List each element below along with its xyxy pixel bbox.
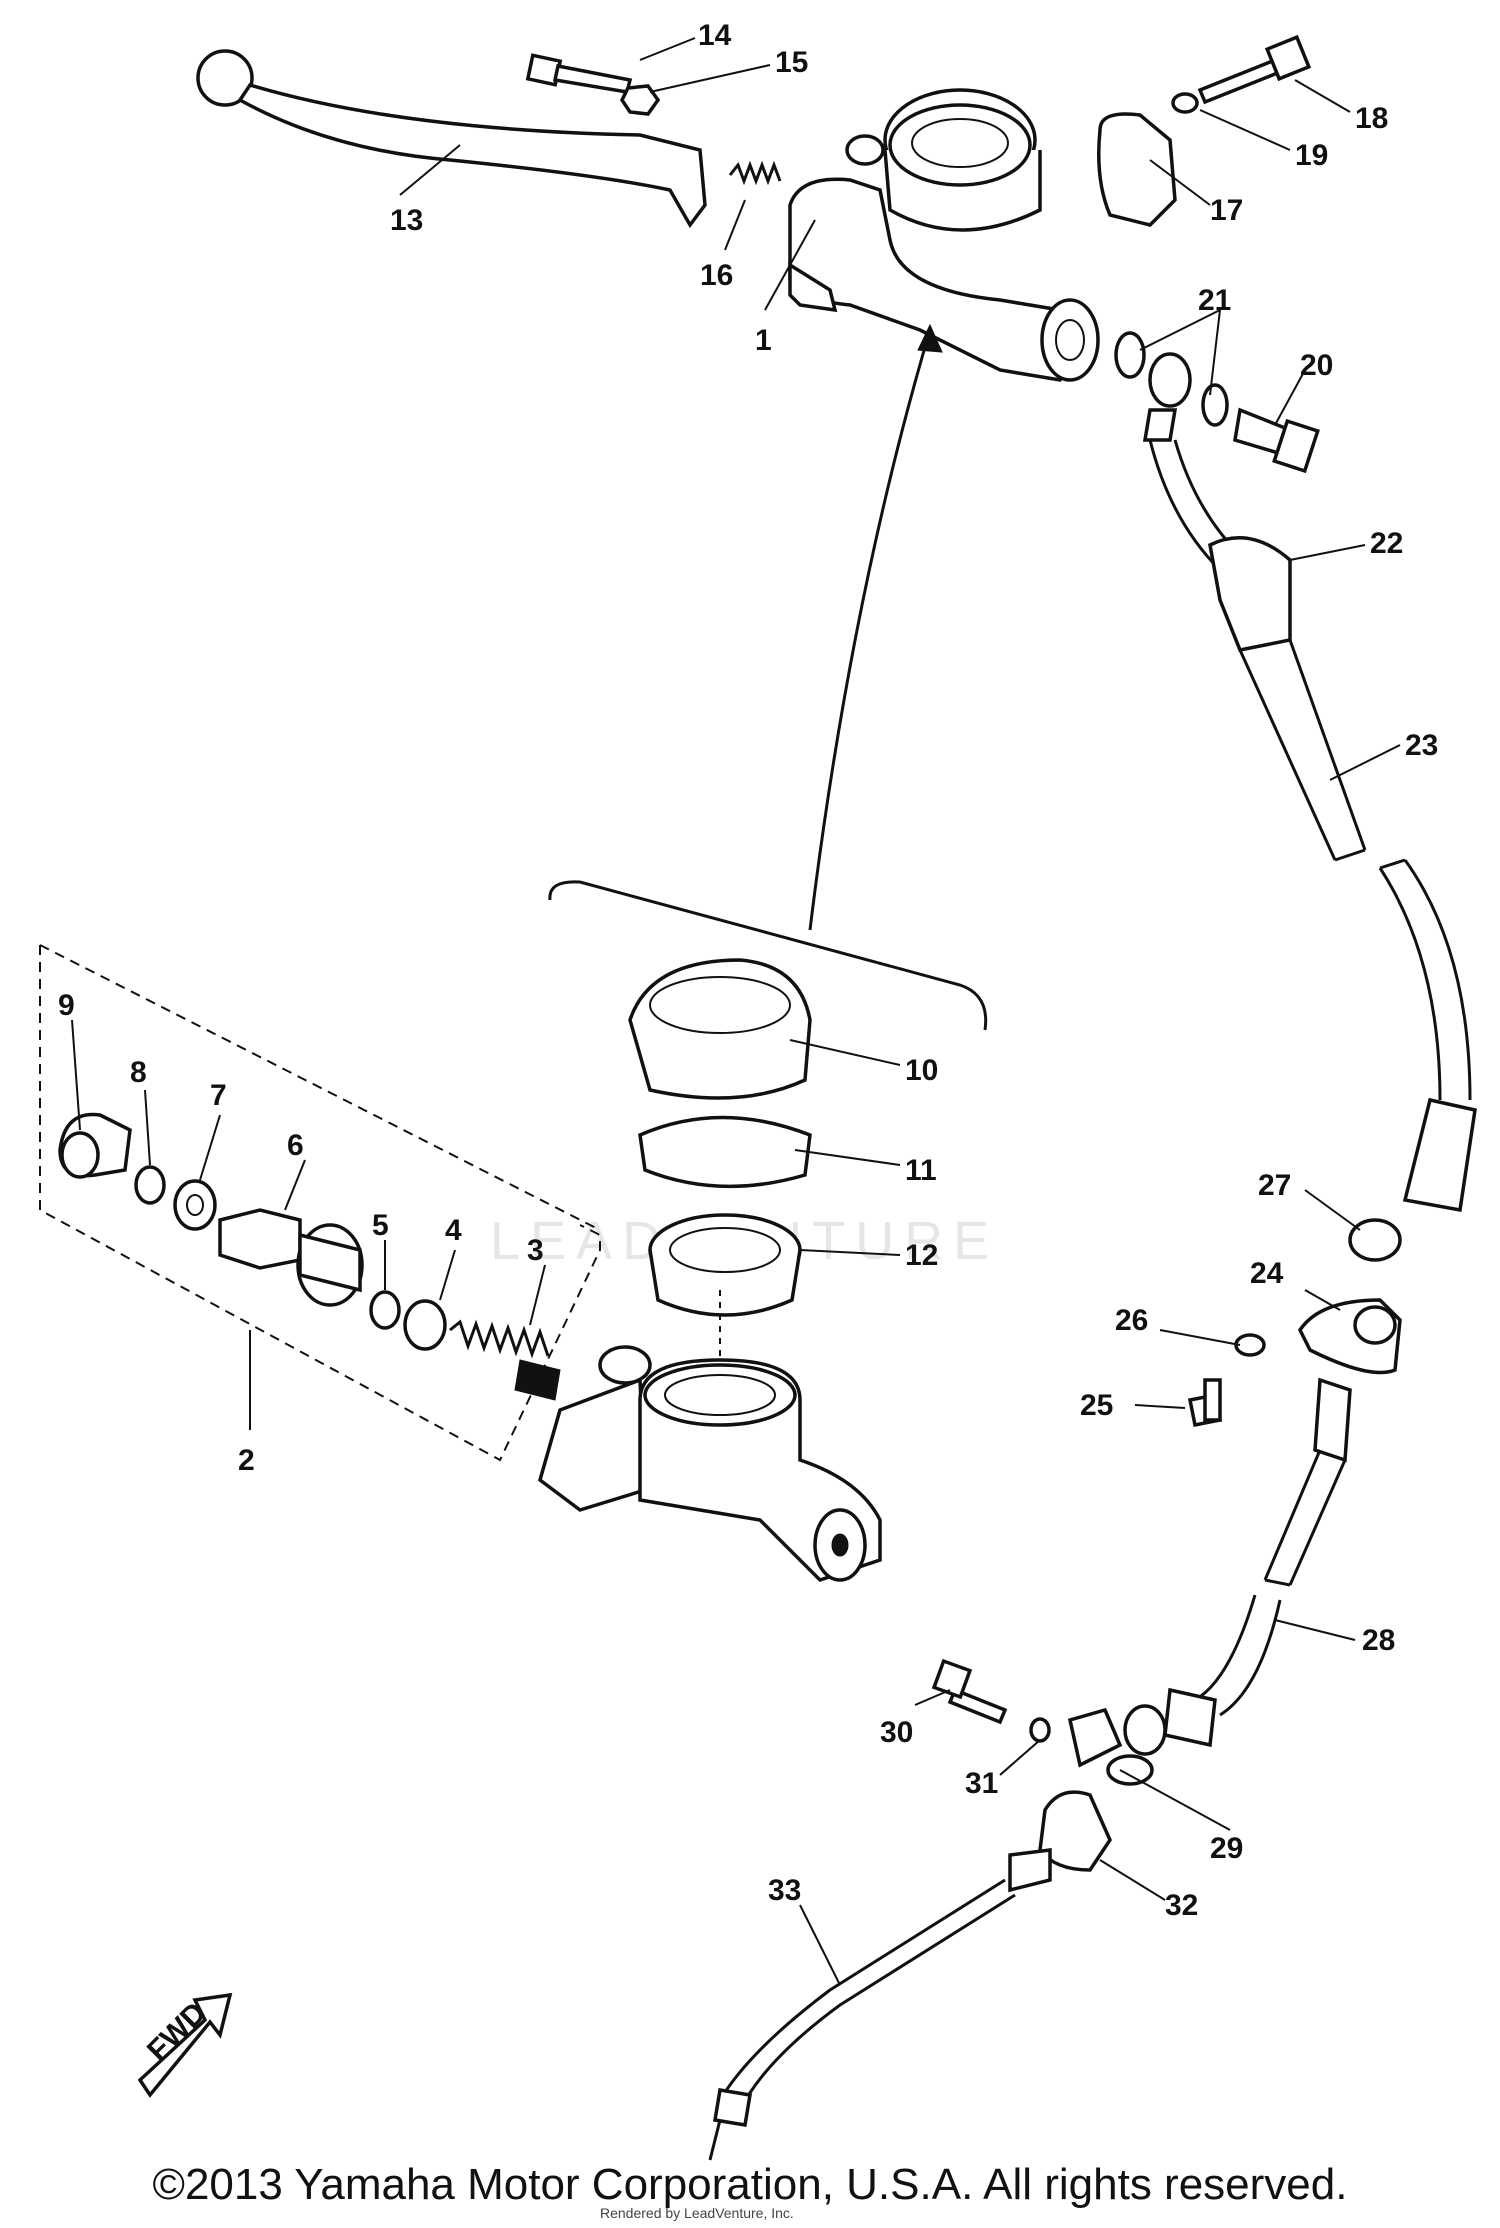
hose-joint bbox=[1187, 1218, 1402, 1428]
callout-30: 30 bbox=[880, 1716, 913, 1749]
callout-25: 25 bbox=[1080, 1389, 1113, 1422]
callout-5: 5 bbox=[372, 1209, 389, 1242]
brake-pipe bbox=[708, 1878, 1016, 2161]
brake-switch-parts bbox=[931, 1658, 1167, 1893]
callout-33: 33 bbox=[768, 1874, 801, 1907]
callout-11: 11 bbox=[905, 1154, 937, 1187]
callout-16: 16 bbox=[700, 259, 733, 292]
brake-hose-lower bbox=[1163, 1377, 1352, 1748]
fwd-arrow: FWD bbox=[137, 1992, 233, 2098]
banjo-union bbox=[1114, 331, 1320, 474]
pointer-arrow bbox=[808, 329, 932, 931]
lever-spring bbox=[728, 160, 782, 186]
callout-1: 1 bbox=[755, 324, 772, 357]
reservoir-cap bbox=[628, 958, 812, 1100]
callout-6: 6 bbox=[287, 1129, 304, 1162]
lever-pivot-bolt bbox=[525, 53, 633, 94]
callout-7: 7 bbox=[210, 1079, 227, 1112]
callout-31: 31 bbox=[965, 1767, 998, 1800]
exploded-view-bracket bbox=[548, 880, 988, 1031]
callout-18: 18 bbox=[1355, 102, 1388, 135]
callout-4: 4 bbox=[445, 1214, 462, 1247]
callout-20: 20 bbox=[1300, 349, 1333, 382]
callout-32: 32 bbox=[1165, 1889, 1198, 1922]
brake-lever bbox=[196, 49, 707, 229]
callout-26: 26 bbox=[1115, 1304, 1148, 1337]
callout-27: 27 bbox=[1258, 1169, 1291, 1202]
callout-17: 17 bbox=[1210, 194, 1243, 227]
callout-14: 14 bbox=[698, 19, 732, 52]
callout-9: 9 bbox=[58, 989, 75, 1022]
callout-10: 10 bbox=[905, 1054, 938, 1087]
brake-hose-upper bbox=[1142, 408, 1477, 1213]
callout-22: 22 bbox=[1370, 527, 1403, 560]
callout-15: 15 bbox=[775, 46, 808, 79]
handlebar-clamp bbox=[1097, 112, 1177, 227]
clamp-washer bbox=[1171, 92, 1199, 114]
diaphragm-plate bbox=[638, 1115, 812, 1189]
callout-21: 21 bbox=[1198, 284, 1231, 317]
callout-19: 19 bbox=[1295, 139, 1328, 172]
callout-23: 23 bbox=[1405, 729, 1438, 762]
leader-lines bbox=[71, 37, 1401, 1986]
clamp-bolt bbox=[1197, 57, 1283, 105]
callout-3: 3 bbox=[527, 1234, 544, 1267]
callout-12: 12 bbox=[905, 1239, 938, 1272]
callout-28: 28 bbox=[1362, 1624, 1395, 1657]
callout-2: 2 bbox=[238, 1444, 255, 1477]
callout-13: 13 bbox=[390, 204, 423, 237]
piston-kit-parts bbox=[58, 1112, 561, 1401]
callout-8: 8 bbox=[130, 1056, 147, 1089]
copyright-footer: ©2013 Yamaha Motor Corporation, U.S.A. A… bbox=[152, 2160, 1348, 2209]
diaphragm bbox=[648, 1213, 802, 1317]
kit-boundary bbox=[39, 945, 601, 1462]
master-cylinder-upper bbox=[788, 88, 1100, 382]
callout-24: 24 bbox=[1250, 1257, 1284, 1290]
master-cylinder-lower bbox=[537, 1345, 882, 1583]
render-credit: Rendered by LeadVenture, Inc. bbox=[600, 2205, 794, 2221]
callout-29: 29 bbox=[1210, 1832, 1243, 1865]
lever-nut bbox=[619, 84, 661, 116]
